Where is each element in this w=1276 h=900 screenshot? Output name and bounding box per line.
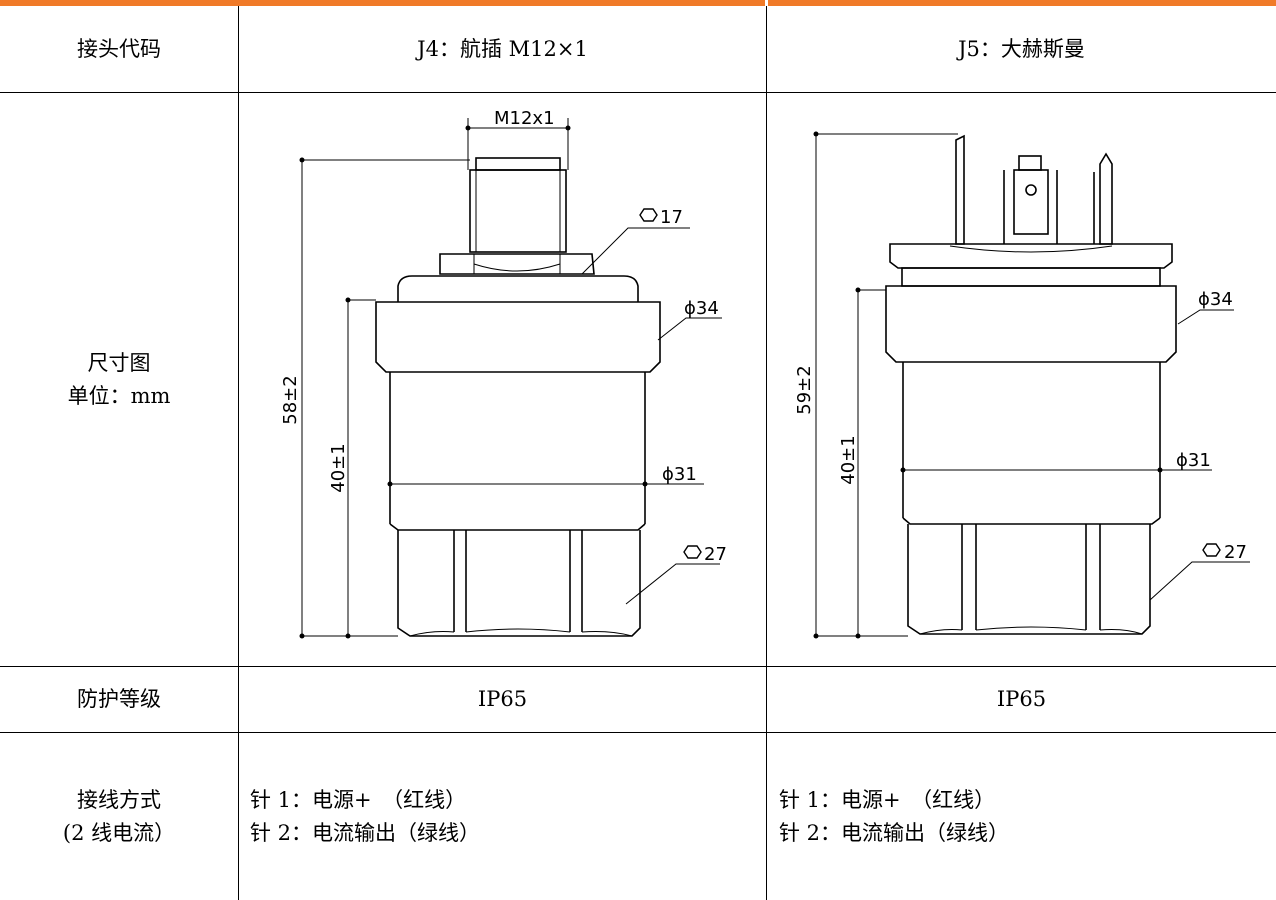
j5-dimension-drawing: ϕ34 ϕ31 27 59±2 40±1 bbox=[767, 93, 1276, 666]
protection-j4: IP65 bbox=[477, 687, 528, 712]
header-label: 接头代码 bbox=[77, 36, 161, 61]
dimension-label-title: 尺寸图 bbox=[87, 350, 151, 375]
row-divider-3 bbox=[0, 732, 1276, 733]
wiring-label-sub: (2 线电流） bbox=[62, 820, 176, 845]
j5-dia-upper-label: ϕ34 bbox=[1198, 289, 1233, 310]
header-j5: J5：大赫斯曼 bbox=[958, 36, 1085, 61]
wiring-j4-pin2: 针 2：电流输出（绿线） bbox=[250, 820, 481, 845]
j5-dia-body-label: ϕ31 bbox=[1176, 450, 1211, 471]
wiring-j5: 针 1：电源+ （红线） 针 2：电流输出（绿线） bbox=[779, 733, 1269, 900]
row-divider-1 bbox=[0, 92, 1276, 93]
wiring-j4-pin1: 针 1：电源+ （红线） bbox=[250, 787, 467, 812]
j5-height-total-label: 59±2 bbox=[794, 365, 815, 414]
dimension-label-unit: 单位：mm bbox=[67, 383, 171, 408]
j4-height-total-label: 58±2 bbox=[280, 375, 301, 424]
j4-hex-top-label: 17 bbox=[660, 207, 683, 228]
col-divider-2 bbox=[766, 6, 767, 900]
j4-dimension-drawing: M12x1 17 ϕ34 ϕ31 27 58±2 40±1 bbox=[239, 93, 766, 666]
j5-hex-bottom-label: 27 bbox=[1224, 542, 1247, 563]
wiring-label-title: 接线方式 bbox=[77, 787, 161, 812]
protection-label: 防护等级 bbox=[77, 687, 161, 712]
col-divider-1 bbox=[238, 6, 239, 900]
wiring-j5-pin2: 针 2：电流输出（绿线） bbox=[779, 820, 1010, 845]
wiring-j4: 针 1：电源+ （红线） 针 2：电流输出（绿线） bbox=[250, 733, 760, 900]
accent-top-bar bbox=[0, 0, 1276, 6]
dimension-label: 尺寸图 单位：mm bbox=[0, 93, 238, 666]
j4-hex-bottom-label: 27 bbox=[704, 544, 727, 565]
row-divider-2 bbox=[0, 666, 1276, 667]
wiring-j5-pin1: 针 1：电源+ （红线） bbox=[779, 787, 996, 812]
j4-height-body-label: 40±1 bbox=[328, 443, 349, 492]
j4-thread-label: M12x1 bbox=[494, 108, 555, 129]
j4-dia-upper-label: ϕ34 bbox=[684, 298, 719, 319]
wiring-label: 接线方式 (2 线电流） bbox=[0, 733, 238, 900]
j5-height-body-label: 40±1 bbox=[838, 435, 859, 484]
header-j4: J4：航插 M12×1 bbox=[417, 36, 588, 61]
j4-dia-body-label: ϕ31 bbox=[662, 464, 697, 485]
protection-j5: IP65 bbox=[996, 687, 1047, 712]
